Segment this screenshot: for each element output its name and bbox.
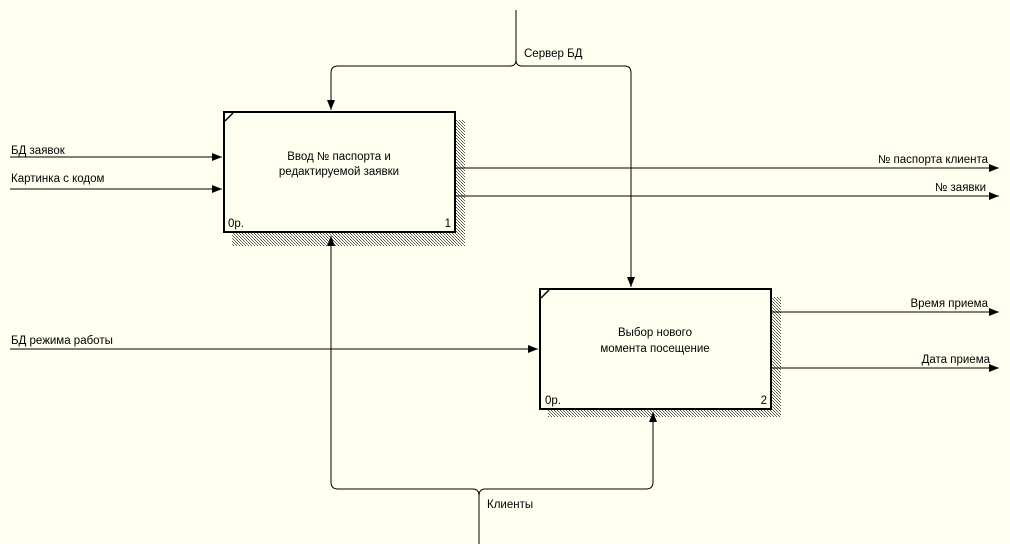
- label-zayavka: № заявки: [935, 182, 986, 194]
- box-1-title-line1: Ввод № паспорта и: [287, 151, 391, 163]
- box-2-number: 2: [761, 395, 767, 407]
- box-1-number: 1: [445, 218, 451, 230]
- output-arrow-data[interactable]: Дата приема: [772, 354, 999, 372]
- box-2-corner-mark: [540, 289, 550, 299]
- input-arrow-bd-rezhima[interactable]: БД режима работы: [10, 335, 538, 353]
- output-arrow-zayavka[interactable]: № заявки: [456, 182, 999, 200]
- label-vremya: Время приема: [910, 298, 988, 310]
- label-klienty: Клиенты: [487, 499, 533, 511]
- output-arrow-passport[interactable]: № паспорта клиента: [456, 154, 999, 172]
- mechanism-arrow-klienty[interactable]: Клиенты: [327, 236, 657, 544]
- input-arrow-bd-zayavok[interactable]: БД заявок: [10, 145, 222, 161]
- box-1-title-line2: редактируемой заявки: [279, 166, 399, 178]
- box-1-cost: 0р.: [228, 218, 244, 230]
- box-2-title-line2: момента посещение: [600, 343, 709, 355]
- input-arrow-kartinka[interactable]: Картинка с кодом: [10, 173, 222, 193]
- box-1-corner-mark: [224, 112, 234, 122]
- output-arrow-vremya[interactable]: Время приема: [772, 298, 999, 316]
- label-server-bd: Сервер БД: [524, 48, 583, 60]
- box-2-cost: 0р.: [545, 395, 561, 407]
- label-bd-rezhima: БД режима работы: [11, 335, 113, 347]
- label-bd-zayavok: БД заявок: [11, 145, 66, 157]
- control-arrow-server-bd[interactable]: Сервер БД: [327, 10, 635, 287]
- label-passport: № паспорта клиента: [878, 154, 989, 166]
- box-1-frame: [223, 111, 456, 233]
- activity-box-1[interactable]: Ввод № паспорта и редактируемой заявки 0…: [223, 111, 465, 246]
- label-data: Дата приема: [922, 354, 991, 366]
- box-2-frame: [539, 288, 772, 410]
- box-2-title-line1: Выбор нового: [618, 327, 692, 339]
- label-kartinka: Картинка с кодом: [11, 173, 105, 185]
- activity-box-2[interactable]: Выбор нового момента посещение 0р. 2: [539, 288, 781, 417]
